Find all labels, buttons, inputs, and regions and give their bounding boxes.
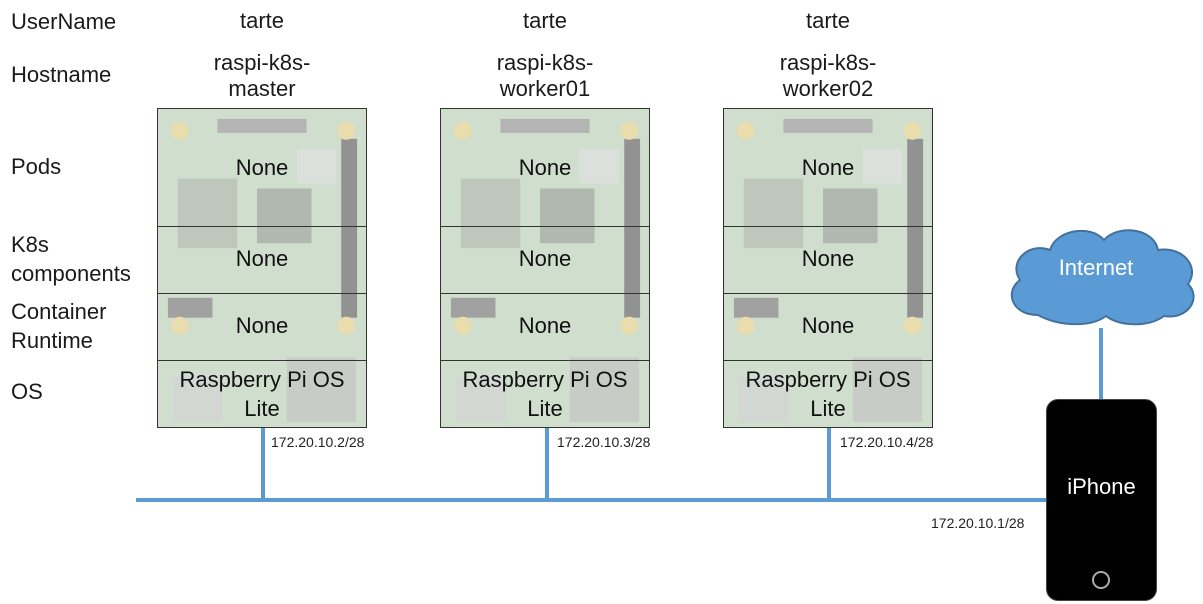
node-master-hostname: raspi-k8s- master — [213, 50, 311, 101]
row-label-hostname: Hostname — [11, 62, 112, 87]
raspberry-pi-board-icon — [158, 109, 366, 427]
node-worker02-username: tarte — [805, 8, 851, 33]
raspberry-pi-board-icon — [724, 109, 932, 427]
iphone-label: iPhone — [1067, 474, 1136, 499]
node-worker01-container-runtime: None — [518, 313, 572, 338]
node-worker01-k8s-components: None — [518, 246, 572, 271]
ip-worker02: 172.20.10.4/28 — [840, 434, 934, 450]
node-worker01-hostname: raspi-k8s- worker01 — [496, 50, 594, 101]
node-worker02-os: Raspberry Pi OS Lite — [745, 367, 911, 421]
node-worker01-board: None None None Raspberry Pi OS Lite — [440, 108, 650, 428]
network-drop-master — [261, 428, 265, 500]
raspberry-pi-board-icon — [441, 109, 649, 427]
iphone-device: iPhone — [1046, 399, 1157, 601]
internet-cloud-icon — [1010, 229, 1195, 326]
home-button-icon — [1092, 571, 1110, 589]
node-worker02-hostname: raspi-k8s- worker02 — [779, 50, 877, 101]
row-label-os: OS — [11, 379, 43, 404]
ip-worker01: 172.20.10.3/28 — [557, 434, 651, 450]
ip-iphone: 172.20.10.1/28 — [931, 515, 1025, 531]
node-worker02-pods: None — [801, 155, 855, 180]
network-drop-worker02 — [827, 428, 831, 500]
node-master-os: Raspberry Pi OS Lite — [179, 367, 345, 421]
network-drop-worker01 — [545, 428, 549, 500]
network-bus-line — [136, 498, 1048, 502]
node-worker01-username: tarte — [522, 8, 568, 33]
node-worker02-k8s-components: None — [801, 246, 855, 271]
node-master-container-runtime: None — [235, 313, 289, 338]
node-master-pods: None — [235, 155, 289, 180]
row-label-container-runtime: Container Runtime — [11, 299, 107, 353]
node-master-k8s-components: None — [235, 246, 289, 271]
node-master-board: None None None Raspberry Pi OS Lite — [157, 108, 367, 428]
internet-label: Internet — [1058, 255, 1134, 280]
node-worker01-pods: None — [518, 155, 572, 180]
ip-master: 172.20.10.2/28 — [271, 434, 365, 450]
row-label-username: UserName — [11, 9, 117, 34]
node-worker02-container-runtime: None — [801, 313, 855, 338]
network-uplink-internet — [1099, 328, 1103, 400]
node-master-username: tarte — [239, 8, 285, 33]
node-worker02-board: None None None Raspberry Pi OS Lite — [723, 108, 933, 428]
row-label-pods: Pods — [11, 154, 62, 179]
node-worker01-os: Raspberry Pi OS Lite — [462, 367, 628, 421]
row-label-k8s-components: K8s components — [11, 232, 131, 286]
